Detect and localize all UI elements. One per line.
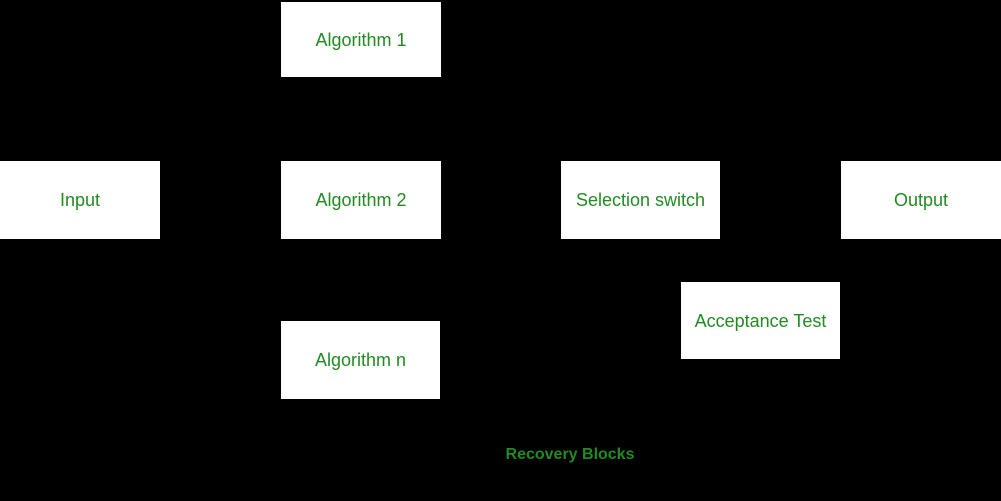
block-algorithm-n: Algorithm n — [281, 321, 440, 399]
block-acceptance-test-label: Acceptance Test — [694, 310, 827, 331]
block-output-label: Output — [893, 190, 949, 210]
block-input: Input — [0, 161, 160, 239]
block-selection-switch: Selection switch — [561, 161, 720, 239]
block-output: Output — [841, 161, 1001, 239]
block-algorithm-1-label: Algorithm 1 — [315, 29, 407, 50]
block-input-label: Input — [59, 190, 101, 210]
diagram-caption: Recovery Blocks — [505, 446, 635, 463]
block-acceptance-test: Acceptance Test — [681, 282, 840, 359]
block-algorithm-1: Algorithm 1 — [281, 2, 441, 77]
block-algorithm-2-label: Algorithm 2 — [315, 190, 407, 210]
block-algorithm-2: Algorithm 2 — [281, 161, 441, 239]
block-selection-switch-label: Selection switch — [575, 190, 706, 210]
block-algorithm-n-label: Algorithm n — [314, 350, 407, 370]
